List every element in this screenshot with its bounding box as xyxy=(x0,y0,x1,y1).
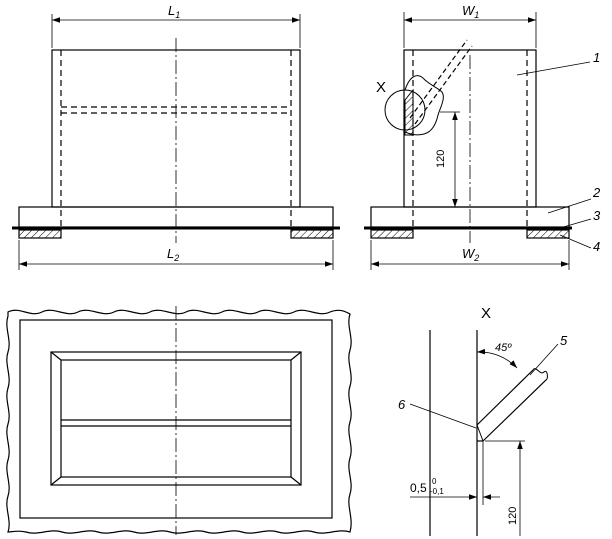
item-number-4: 4 xyxy=(593,239,600,254)
top-view xyxy=(6,306,352,535)
detail-X-view xyxy=(409,330,559,536)
item-number-2: 2 xyxy=(592,185,601,200)
leader-2 xyxy=(547,198,592,214)
leader-6 xyxy=(409,403,477,429)
side-weld-detail xyxy=(404,88,414,136)
detail-strut-lower xyxy=(482,378,548,442)
side-hatch-right xyxy=(526,229,570,239)
label-W1: W1 xyxy=(462,3,479,20)
front-view xyxy=(12,14,340,270)
label-W2: W2 xyxy=(462,246,479,263)
leader-5 xyxy=(529,343,559,376)
label-120-detail: 120 xyxy=(507,507,519,525)
detail-strut-upper xyxy=(476,369,534,426)
leader-4 xyxy=(559,234,592,249)
cut-boundary xyxy=(404,75,444,136)
item-number-3: 3 xyxy=(593,208,601,223)
label-tolerance-upper: 0 xyxy=(432,477,437,486)
side-hatch-left xyxy=(370,229,414,239)
detail-weld-face xyxy=(476,424,484,442)
front-hatch-right xyxy=(290,229,334,239)
label-L1: L1 xyxy=(168,3,180,20)
leader-3 xyxy=(559,218,592,229)
leader-1 xyxy=(516,61,591,76)
item-number-6: 6 xyxy=(398,397,406,412)
label-120-side: 120 xyxy=(435,150,447,168)
label-X-marker: X xyxy=(376,79,386,96)
detail-title-X: X xyxy=(481,305,491,322)
label-angle-45: 45º xyxy=(495,342,512,354)
top-view-wavy-boundary xyxy=(6,309,352,534)
item-number-1: 1 xyxy=(593,50,600,65)
label-L2: L2 xyxy=(167,246,179,263)
front-hatch-left xyxy=(18,229,62,239)
label-tolerance-lower: -0,1 xyxy=(430,487,444,496)
label-tolerance-base: 0,5 xyxy=(410,481,427,495)
side-view xyxy=(364,12,592,270)
item-number-5: 5 xyxy=(560,333,568,348)
angle-arc-45 xyxy=(476,348,518,369)
